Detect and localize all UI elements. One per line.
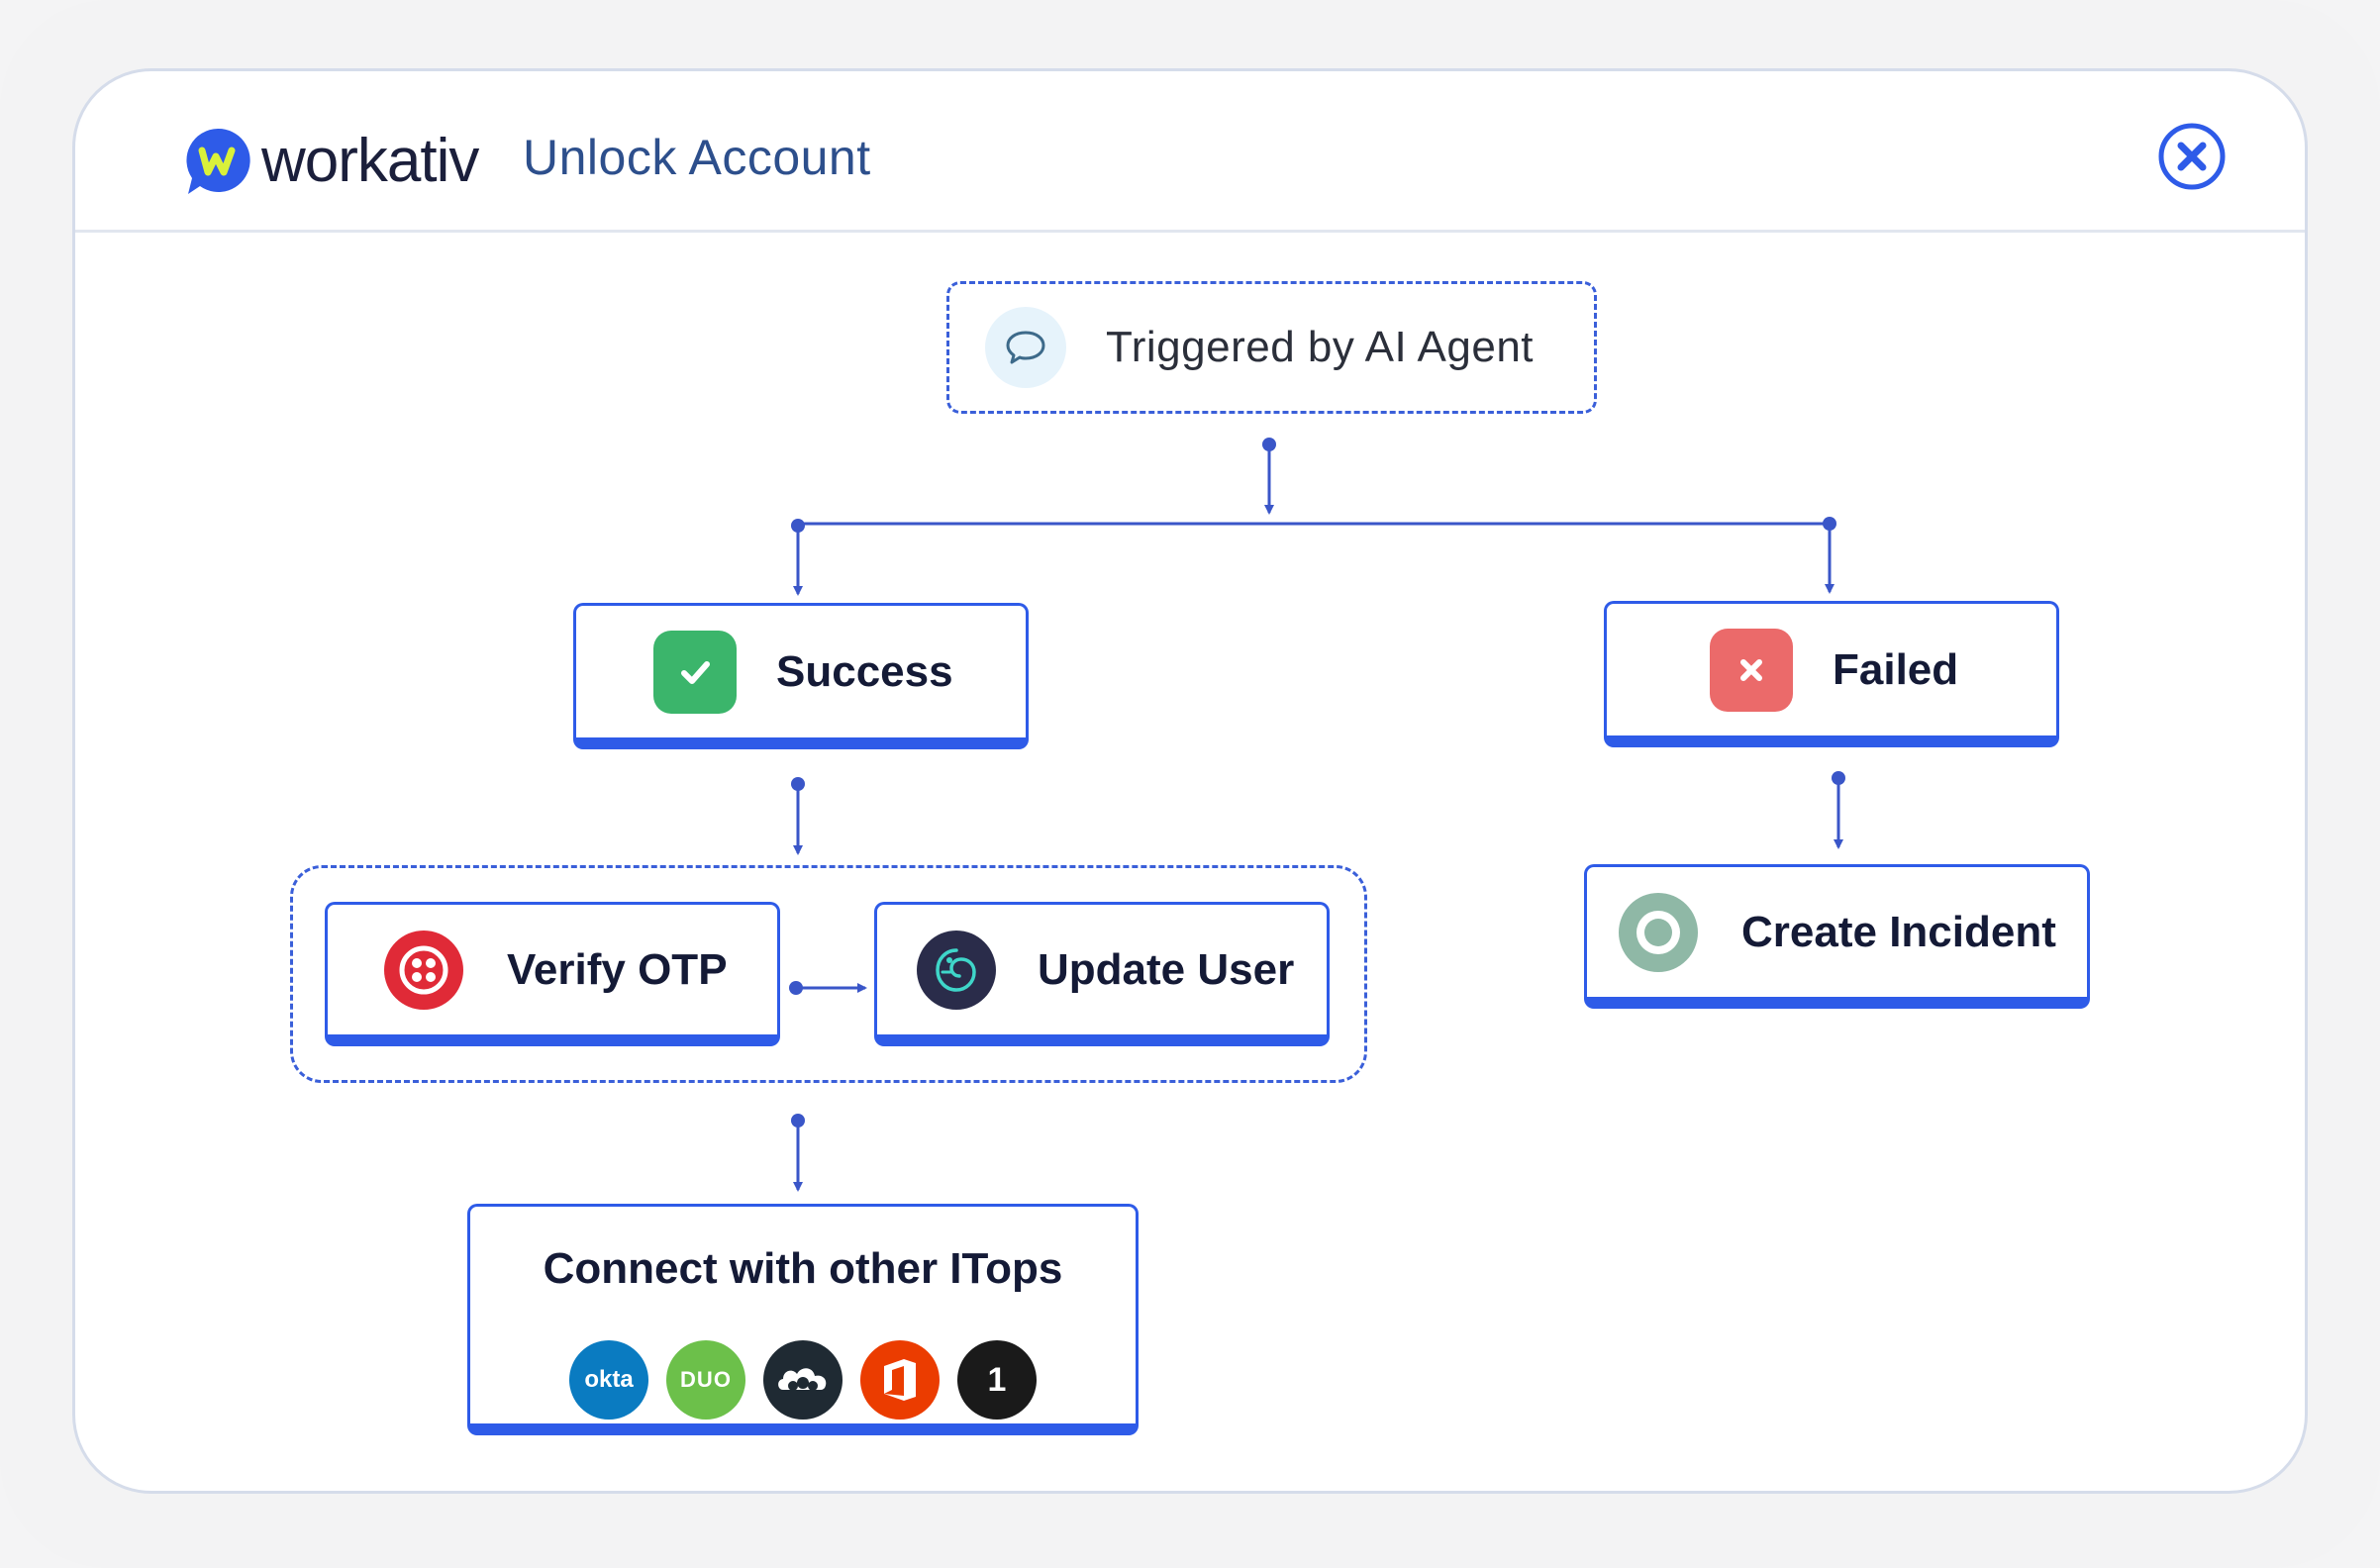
incident-ring-icon	[1619, 892, 1698, 972]
office-icon[interactable]	[860, 1340, 940, 1420]
onepassword-icon[interactable]: 1	[957, 1340, 1037, 1420]
okta-icon[interactable]: okta	[569, 1340, 648, 1420]
success-actions-group	[290, 865, 1367, 1083]
verify-otp-node[interactable]: Verify OTP	[325, 902, 780, 1046]
create-incident-label: Create Incident	[1741, 907, 2056, 956]
duo-icon-text: DUO	[680, 1367, 732, 1392]
connect-itops-label: Connect with other ITops	[543, 1244, 1063, 1293]
create-incident-node[interactable]: Create Incident	[1584, 864, 2090, 1009]
success-label: Success	[776, 646, 953, 696]
card-header: workativ Unlock Account	[75, 71, 2305, 233]
update-user-node[interactable]: Update User	[874, 902, 1330, 1046]
success-node[interactable]: Success	[573, 603, 1029, 749]
verify-otp-label: Verify OTP	[507, 944, 728, 994]
chat-bubble-icon	[985, 307, 1066, 388]
twilio-icon	[384, 930, 463, 1010]
itops-apps-row: okta DUO 1	[470, 1340, 1136, 1420]
trigger-label: Triggered by AI Agent	[1106, 323, 1535, 371]
connect-itops-node[interactable]: Connect with other ITops okta DUO	[467, 1204, 1139, 1435]
update-user-label: Update User	[1038, 944, 1295, 994]
failed-node[interactable]: Failed	[1604, 601, 2059, 747]
workativ-logo: workativ	[182, 121, 479, 200]
chameleon-icon	[917, 930, 996, 1010]
duo-icon[interactable]: DUO	[666, 1340, 745, 1420]
onepassword-icon-text: 1	[987, 1360, 1007, 1399]
close-icon[interactable]	[2157, 122, 2227, 191]
page-title: Unlock Account	[523, 130, 871, 185]
x-mark-icon	[1710, 628, 1793, 712]
cloud-people-icon[interactable]	[763, 1340, 843, 1420]
workativ-logo-icon	[186, 128, 250, 194]
trigger-node[interactable]: Triggered by AI Agent	[946, 281, 1597, 414]
okta-icon-text: okta	[584, 1366, 634, 1393]
workflow-card: workativ Unlock Account	[72, 68, 2308, 1494]
checkmark-icon	[653, 630, 737, 714]
failed-label: Failed	[1833, 644, 1959, 694]
logo-text: workativ	[261, 126, 479, 195]
